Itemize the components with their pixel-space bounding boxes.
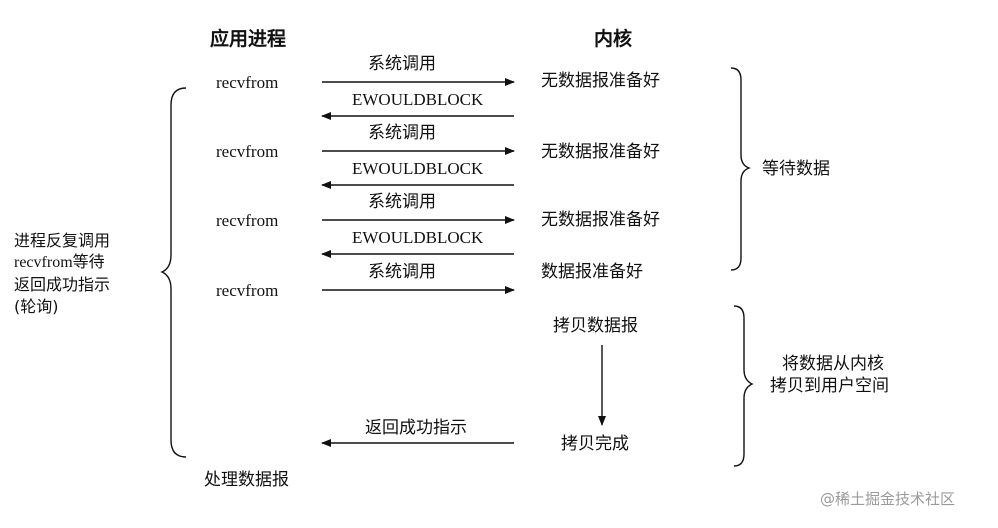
copy-note-line: 拷贝到用户空间 bbox=[770, 376, 889, 396]
left-note-line: 返回成功指示 bbox=[14, 275, 111, 294]
recvfrom-label: recvfrom bbox=[216, 281, 279, 300]
recvfrom-label: recvfrom bbox=[216, 211, 279, 230]
no-datagram-ready-label: 无数据报准备好 bbox=[541, 142, 660, 162]
copy-note-line: 将数据从内核 bbox=[782, 354, 884, 374]
watermark: @稀土掘金技术社区 bbox=[820, 490, 956, 508]
left-note-line: (轮询) bbox=[14, 297, 59, 316]
recvfrom-label: recvfrom bbox=[216, 142, 279, 161]
datagram-ready-label: 数据报准备好 bbox=[541, 262, 643, 282]
recvfrom-label: recvfrom bbox=[216, 73, 279, 92]
syscall-label: 系统调用 bbox=[368, 262, 436, 282]
syscall-label: 系统调用 bbox=[368, 54, 436, 74]
no-datagram-ready-label: 无数据报准备好 bbox=[541, 210, 660, 230]
app-process-header: 应用进程 bbox=[210, 28, 287, 50]
ewouldblock-label: EWOULDBLOCK bbox=[352, 159, 484, 178]
ewouldblock-label: EWOULDBLOCK bbox=[352, 90, 484, 109]
no-datagram-ready-label: 无数据报准备好 bbox=[541, 71, 660, 91]
wait-data-label: 等待数据 bbox=[762, 159, 830, 179]
wait-data-brace bbox=[730, 67, 751, 271]
syscall-label: 系统调用 bbox=[368, 192, 436, 212]
process-datagram-label: 处理数据报 bbox=[204, 470, 289, 490]
ewouldblock-label: EWOULDBLOCK bbox=[352, 228, 484, 247]
return-success-label: 返回成功指示 bbox=[365, 418, 467, 438]
left-note-line: 进程反复调用 bbox=[14, 231, 111, 250]
copy-done-label: 拷贝完成 bbox=[561, 434, 629, 454]
left-brace bbox=[160, 87, 187, 458]
syscall-label: 系统调用 bbox=[368, 123, 436, 143]
copy-brace bbox=[733, 305, 754, 467]
left-note-line: recvfrom等待 bbox=[14, 254, 105, 271]
copy-datagram-label: 拷贝数据报 bbox=[553, 316, 638, 336]
kernel-header: 内核 bbox=[594, 28, 633, 50]
